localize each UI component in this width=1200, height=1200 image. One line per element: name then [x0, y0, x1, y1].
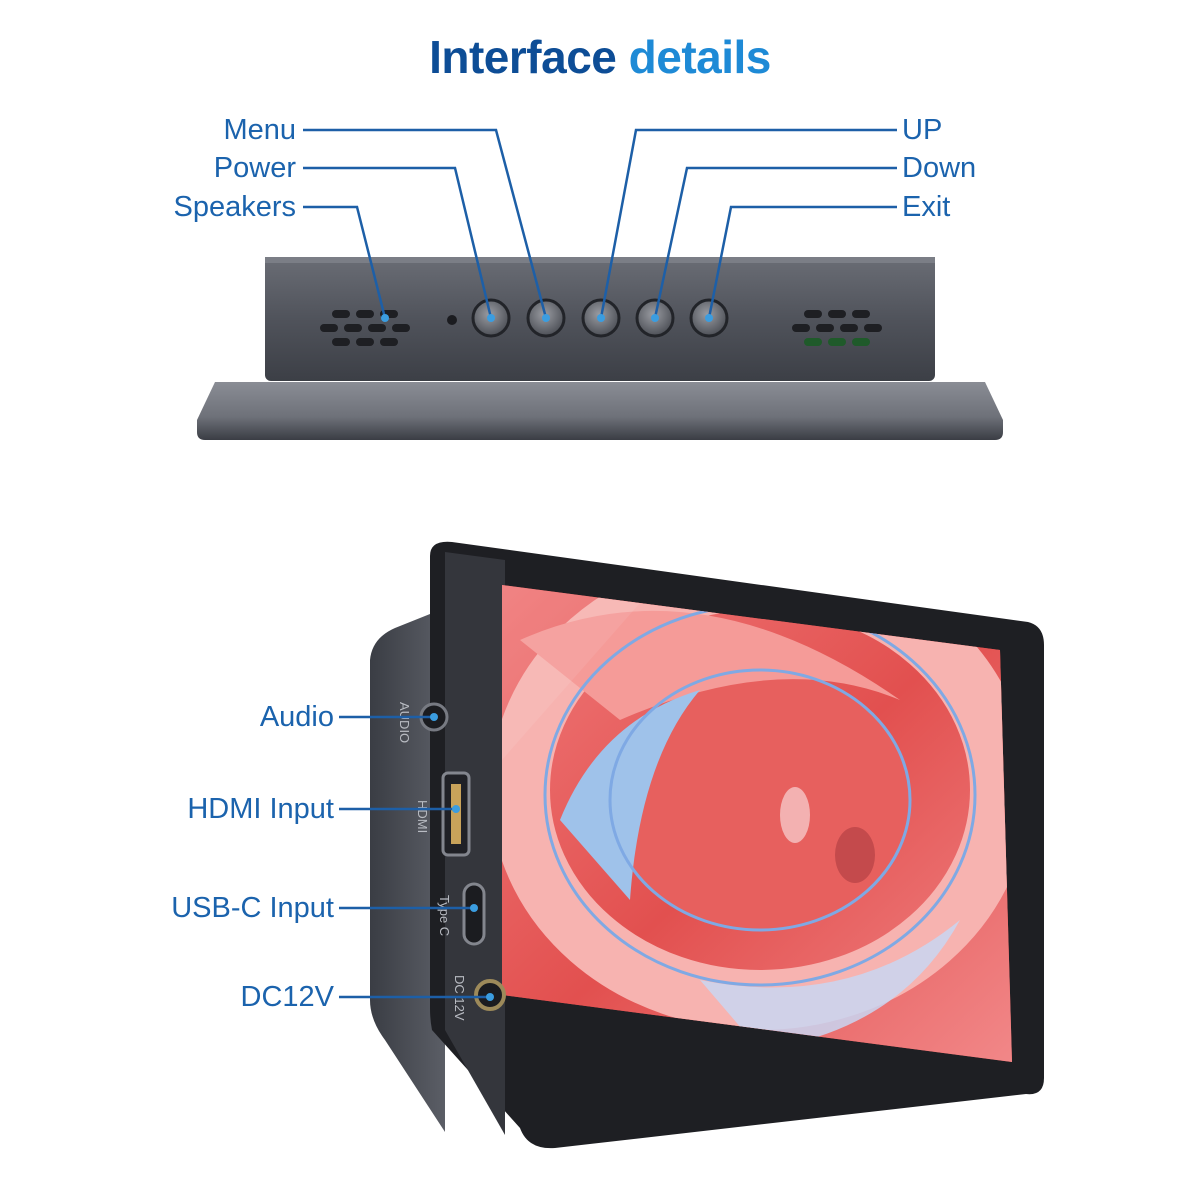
down-leader [653, 166, 897, 319]
speaker-grille-right [792, 310, 882, 346]
label-dc12v: DC12V [240, 981, 335, 1013]
side-panel [370, 608, 445, 1132]
speakers-leader [303, 205, 387, 319]
label-hdmi-input: HDMI Input [187, 793, 334, 825]
label-usbc-input: USB-C Input [171, 892, 334, 924]
title-part-2: details [628, 31, 772, 83]
title-part-1: Interface [429, 31, 617, 83]
menu-leader [303, 128, 548, 319]
device-top-edge [265, 257, 935, 263]
typec-marking: Type C [437, 895, 452, 936]
label-audio: Audio [259, 701, 334, 733]
label-menu: Menu [223, 114, 296, 146]
screen-artwork [502, 585, 1012, 1062]
hdmi-pins [451, 784, 461, 844]
top-leader-lines [303, 128, 897, 319]
label-exit: Exit [902, 191, 951, 223]
power-leader [303, 166, 493, 319]
side-leader-lines [339, 715, 490, 999]
side-leader-dots [430, 713, 494, 1001]
up-leader [599, 128, 897, 319]
exit-leader [707, 205, 897, 319]
device-angled-view: AUDIO HDMI Type C DC 12V [370, 541, 1044, 1149]
label-down: Down [902, 152, 977, 184]
power-led [447, 315, 457, 325]
hdmi-marking: HDMI [415, 800, 430, 833]
page-title: Interface details [0, 30, 1200, 84]
top-leader-dots [381, 314, 713, 322]
label-speakers: Speakers [173, 191, 296, 223]
label-up: UP [902, 114, 943, 146]
speaker-grille-left [320, 310, 410, 346]
device-top-view [197, 257, 1003, 440]
label-power: Power [213, 152, 296, 184]
device-base [197, 382, 1003, 440]
usbc-port [462, 882, 486, 946]
audio-marking: AUDIO [397, 702, 412, 743]
